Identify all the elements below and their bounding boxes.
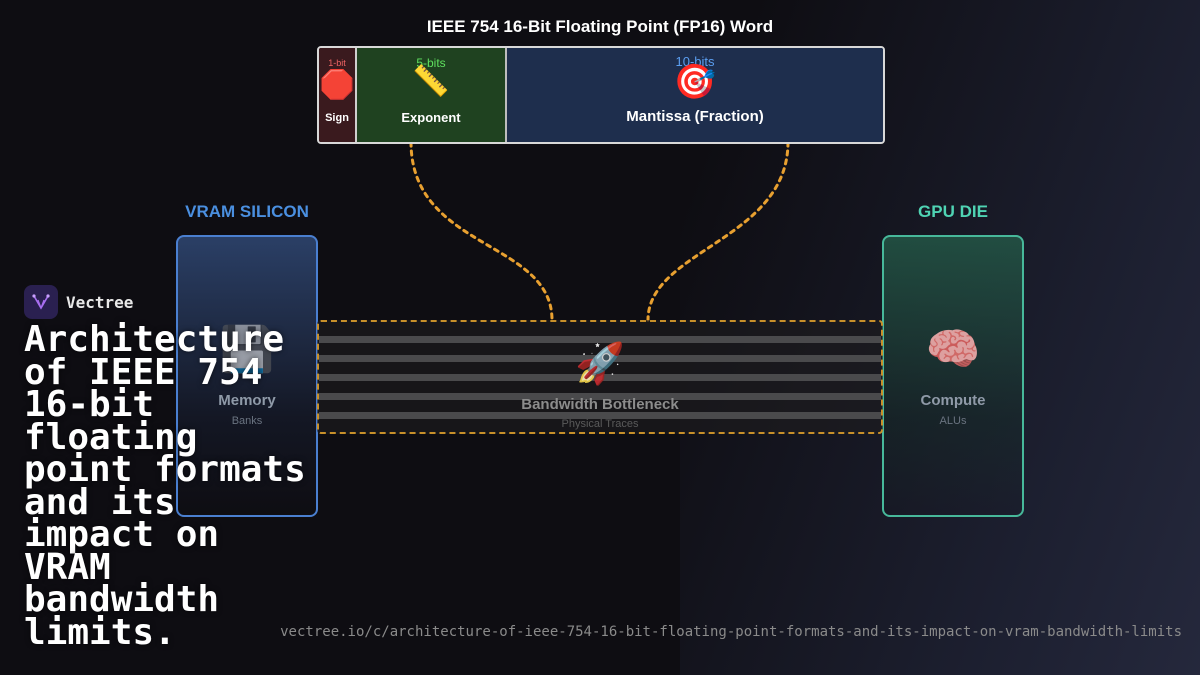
- bandwidth-bus: 🚀 Bandwidth Bottleneck Physical Traces: [317, 320, 883, 434]
- brand[interactable]: Vectree: [24, 285, 133, 319]
- exponent-bits: 5-bits: [416, 56, 446, 70]
- brand-name: Vectree: [66, 292, 134, 312]
- gpu-title: GPU DIE: [918, 202, 988, 221]
- vram-panel: 💾 Memory Banks: [176, 235, 318, 517]
- vram-label: Memory: [218, 392, 276, 409]
- bus-trace: [319, 412, 881, 419]
- sign-field: 1-bit 🛑 Sign: [319, 48, 357, 142]
- bus-sublabel: Physical Traces: [561, 418, 639, 430]
- mantissa-field: 10-bits 🎯 Mantissa (Fraction): [507, 48, 883, 142]
- bus-trace: [319, 355, 881, 362]
- sign-label: Sign: [325, 112, 349, 124]
- exponent-connector: [409, 140, 554, 322]
- rocket-icon: 🚀: [575, 342, 625, 386]
- mantissa-connector: [646, 140, 790, 322]
- source-url[interactable]: vectree.io/c/architecture-of-ieee-754-16…: [280, 624, 1182, 640]
- bus-trace: [319, 393, 881, 400]
- gpu-label: Compute: [920, 392, 986, 409]
- sign-bits: 1-bit: [328, 58, 346, 68]
- vram-sublabel: Banks: [231, 415, 263, 427]
- stop-sign-icon: 🛑: [319, 69, 355, 100]
- mantissa-label: Mantissa (Fraction): [626, 108, 764, 125]
- bus-label: Bandwidth Bottleneck: [521, 396, 679, 413]
- headline: Architecture of IEEE 754 16-bit floating…: [24, 319, 306, 653]
- vectree-logo-icon: [24, 285, 58, 319]
- ruler-icon: 📏: [412, 65, 450, 98]
- fp16-word: 1-bit 🛑 Sign 5-bits 📏 Exponent 10-bits 🎯…: [317, 46, 885, 144]
- gpu-sublabel: ALUs: [939, 415, 967, 427]
- brain-icon: 🧠: [925, 325, 981, 374]
- bus-trace: [319, 336, 881, 343]
- vram-title: VRAM SILICON: [185, 202, 309, 221]
- exponent-label: Exponent: [401, 110, 461, 125]
- exponent-field: 5-bits 📏 Exponent: [357, 48, 507, 142]
- bus-trace: [319, 374, 881, 381]
- mantissa-bits: 10-bits: [675, 54, 715, 69]
- target-icon: 🎯: [673, 63, 717, 101]
- memory-chip-icon: 💾: [219, 325, 275, 374]
- gpu-panel: 🧠 Compute ALUs: [882, 235, 1024, 517]
- word-title: IEEE 754 16-Bit Floating Point (FP16) Wo…: [426, 17, 774, 36]
